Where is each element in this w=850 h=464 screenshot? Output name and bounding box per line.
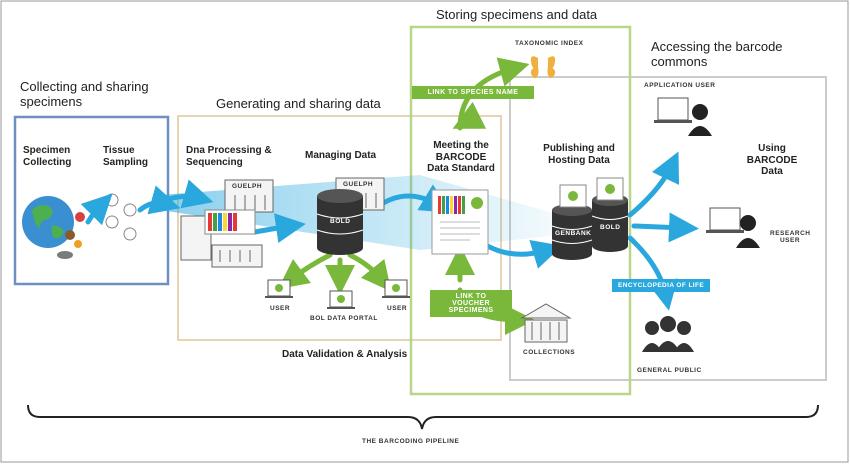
- label-bol-portal: BOL DATA PORTAL: [310, 315, 378, 322]
- sample-dish-icon: [105, 193, 119, 207]
- step-using-barcode: Using BARCODE Data: [746, 143, 798, 177]
- pipeline-bracket: [27, 404, 819, 430]
- arrow-research: [631, 212, 699, 243]
- label-bold-2: BOLD: [600, 224, 621, 231]
- section-title-storing: Storing specimens and data: [436, 7, 598, 22]
- bol-portal-icon: [327, 290, 355, 309]
- user-right-icon: [382, 279, 410, 298]
- tag-eol: ENCYCLOPEDIA OF LIFE: [612, 279, 711, 292]
- arrow-application: [627, 151, 680, 218]
- beetle-icon: [65, 230, 75, 240]
- arrow-to-lab: [162, 179, 214, 209]
- label-user-left: USER: [270, 305, 291, 312]
- user-left-icon: [265, 279, 293, 298]
- step-managing-data: Managing Data: [305, 150, 377, 161]
- label-data-validation: Data Validation & Analysis: [282, 349, 408, 360]
- tag-link-species: LINK TO SPECIES NAME: [412, 86, 534, 99]
- step-publishing: Publishing and Hosting Data: [543, 143, 615, 166]
- collections-building-icon: [520, 303, 572, 343]
- label-guelph-1: GUELPH: [232, 183, 263, 190]
- label-general-public: GENERAL PUBLIC: [637, 367, 702, 374]
- label-research-user: RESEARCH USER: [770, 230, 811, 245]
- label-guelph-2: GUELPH: [343, 181, 374, 188]
- section-title-accessing: Accessing the barcode commons: [651, 39, 783, 69]
- publish-bold-database-icon: [591, 194, 629, 252]
- section-title-collecting: Collecting and sharing specimens: [20, 79, 149, 109]
- tag-link-voucher: LINK TO VOUCHER SPECIMENS: [430, 290, 512, 317]
- arrow-user-left: [277, 252, 333, 289]
- label-application-user: APPLICATION USER: [644, 82, 716, 89]
- step-meeting-standard: Meeting the BARCODE Data Standard: [427, 140, 495, 174]
- globe-icon: [22, 196, 74, 248]
- label-taxonomic-index: TAXONOMIC INDEX: [515, 40, 584, 47]
- bold-database-icon: [316, 189, 364, 255]
- arrow-to-bold: [252, 213, 306, 243]
- step-dna-processing: Dna Processing & Sequencing: [186, 145, 272, 168]
- arrow-sample: [137, 185, 181, 215]
- taxonomic-butterfly-icon: [530, 56, 556, 78]
- leaf-icon: [75, 212, 85, 222]
- label-user-right: USER: [387, 305, 408, 312]
- arrow-collect: [80, 193, 113, 226]
- genbank-database-icon: [551, 204, 593, 260]
- label-genbank: GENBANK: [555, 230, 592, 237]
- research-user-icon: [706, 207, 760, 248]
- label-pipeline: THE BARCODING PIPELINE: [362, 438, 460, 445]
- butterfly-icon: [74, 240, 82, 248]
- label-collections: COLLECTIONS: [523, 349, 576, 356]
- fish-icon: [57, 251, 73, 259]
- label-bold-1: BOLD: [330, 218, 351, 225]
- step-specimen-collecting: Specimen Collecting: [23, 145, 72, 168]
- application-user-icon: [654, 97, 712, 136]
- check-icon: [471, 197, 483, 209]
- general-public-icon: [642, 316, 694, 352]
- step-tissue-sampling: Tissue Sampling: [103, 145, 149, 168]
- section-title-generating: Generating and sharing data: [216, 96, 381, 111]
- arrow-user-right: [347, 252, 392, 292]
